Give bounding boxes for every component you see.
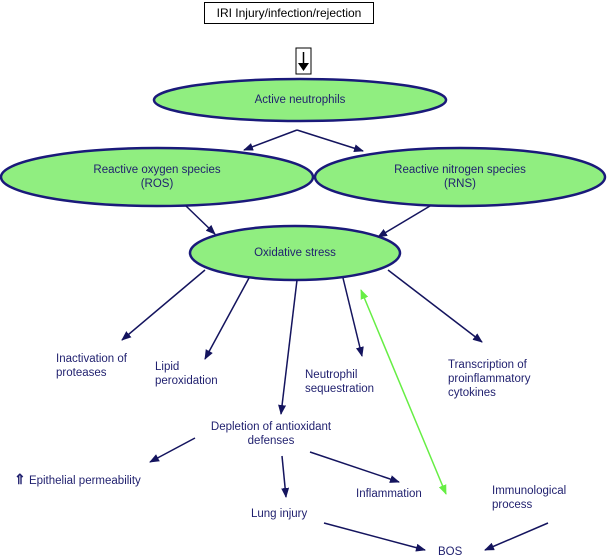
effect-transcription-line2: proinflammatory: [448, 373, 531, 385]
node-oxidative-stress-label: Oxidative stress: [254, 247, 336, 259]
node-rns-line1: Reactive nitrogen species: [394, 164, 526, 176]
arrow-ros-to-oxidative: [185, 205, 216, 235]
arrow-oxidative-to-transcription: [387, 269, 483, 343]
increase-arrow-icon: ⇑: [14, 471, 26, 487]
arrow-rns-to-oxidative: [377, 205, 431, 238]
effect-neutrophil-sequestration: Neutrophil sequestration: [305, 368, 374, 396]
arrow-oxidative-to-depletion: [278, 279, 298, 415]
arrow-lung-injury-to-bos: [323, 522, 426, 552]
effect-immunological-line1: Immunological: [492, 485, 567, 497]
effect-transcription-of-cytokines: Transcription of proinflammatory cytokin…: [448, 358, 530, 400]
effect-depletion-of-antioxidant-defenses: Depletion of antioxidant defenses: [196, 420, 346, 448]
effect-inactivation-line2: proteases: [56, 367, 107, 379]
effect-inactivation-of-proteases: Inactivation of proteases: [56, 352, 127, 380]
effect-epithelial-label: Epithelial permeability: [28, 475, 141, 487]
node-rns: [313, 146, 607, 208]
arrow-oxidative-to-lipid: [204, 277, 250, 360]
arrow-neutrophils-to-rns: [296, 129, 364, 153]
effect-transcription-line3: cytokines: [448, 387, 496, 399]
node-ros-label: Reactive oxygen species (ROS): [1, 163, 313, 191]
outcome-bos: BOS: [438, 546, 463, 558]
effect-lung-injury: Lung injury: [251, 508, 308, 520]
effect-neutrophil-line2: sequestration: [305, 383, 375, 395]
bidirectional-arrow-oxidative-inflammation: [360, 289, 447, 495]
effect-immunological-line2: process: [492, 499, 533, 511]
arrow-depletion-to-epithelial: [149, 437, 196, 463]
node-active-neutrophils: [152, 77, 448, 123]
node-ros: [0, 146, 315, 208]
node-rns-line2: (RNS): [444, 178, 476, 190]
effect-depletion-line1: Depletion of antioxidant: [210, 421, 332, 433]
effect-epithelial-permeability: ⇑ Epithelial permeability: [14, 472, 141, 488]
arrow-depletion-to-inflammation: [309, 451, 400, 483]
arrow-oxidative-to-inactivation: [121, 269, 206, 341]
node-active-neutrophils-label: Active neutrophils: [254, 94, 346, 106]
node-ros-line1: Reactive oxygen species: [93, 164, 221, 176]
arrow-depletion-to-lung-injury: [281, 455, 290, 498]
effect-transcription-line1: Transcription of: [448, 359, 527, 371]
arrow-immunological-to-bos: [484, 522, 549, 551]
effect-neutrophil-line1: Neutrophil: [305, 369, 358, 381]
node-ros-line2: (ROS): [140, 178, 174, 190]
effect-immunological-process: Immunological process: [492, 484, 566, 512]
effect-depletion-line2: defenses: [247, 435, 295, 447]
node-rns-label: Reactive nitrogen species (RNS): [315, 163, 605, 191]
effect-lipid-line1: Lipid: [155, 361, 180, 373]
node-oxidative-stress: [188, 224, 402, 282]
effect-inactivation-line1: Inactivation of: [56, 353, 127, 365]
effect-lipid-peroxidation: Lipid peroxidation: [155, 360, 218, 388]
down-arrow-box: [295, 47, 312, 75]
arrow-oxidative-to-neutrophil-seq: [342, 277, 364, 357]
effect-inflammation: Inflammation: [356, 488, 422, 500]
arrow-neutrophils-to-ros: [243, 129, 298, 151]
effect-lipid-line2: peroxidation: [155, 375, 218, 387]
trigger-box: IRI Injury/infection/rejection: [204, 2, 374, 24]
